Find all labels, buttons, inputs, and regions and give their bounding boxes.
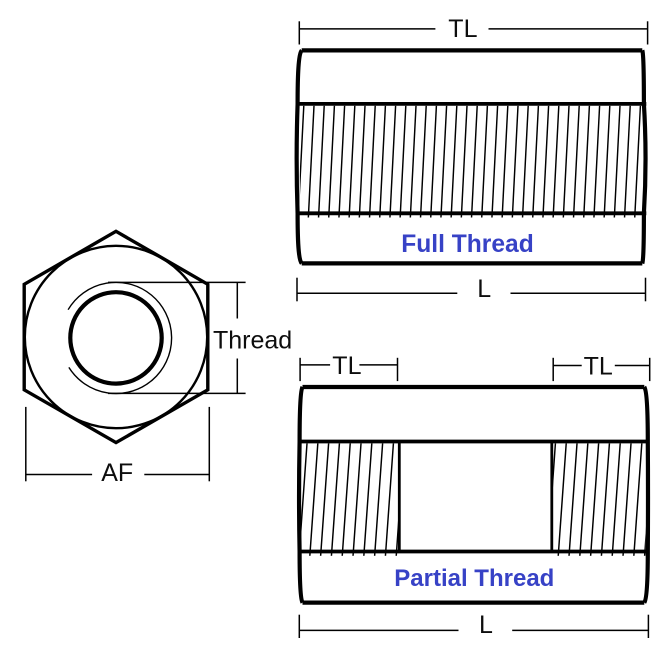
svg-text:AF: AF (101, 459, 133, 487)
svg-text:L: L (477, 275, 491, 303)
svg-text:L: L (479, 611, 493, 639)
svg-text:Thread: Thread (213, 326, 292, 354)
svg-text:Partial Thread: Partial Thread (394, 565, 554, 592)
svg-text:TL: TL (448, 15, 477, 43)
svg-text:Full Thread: Full Thread (401, 231, 534, 258)
svg-text:TL: TL (584, 352, 613, 380)
svg-text:TL: TL (332, 352, 361, 380)
